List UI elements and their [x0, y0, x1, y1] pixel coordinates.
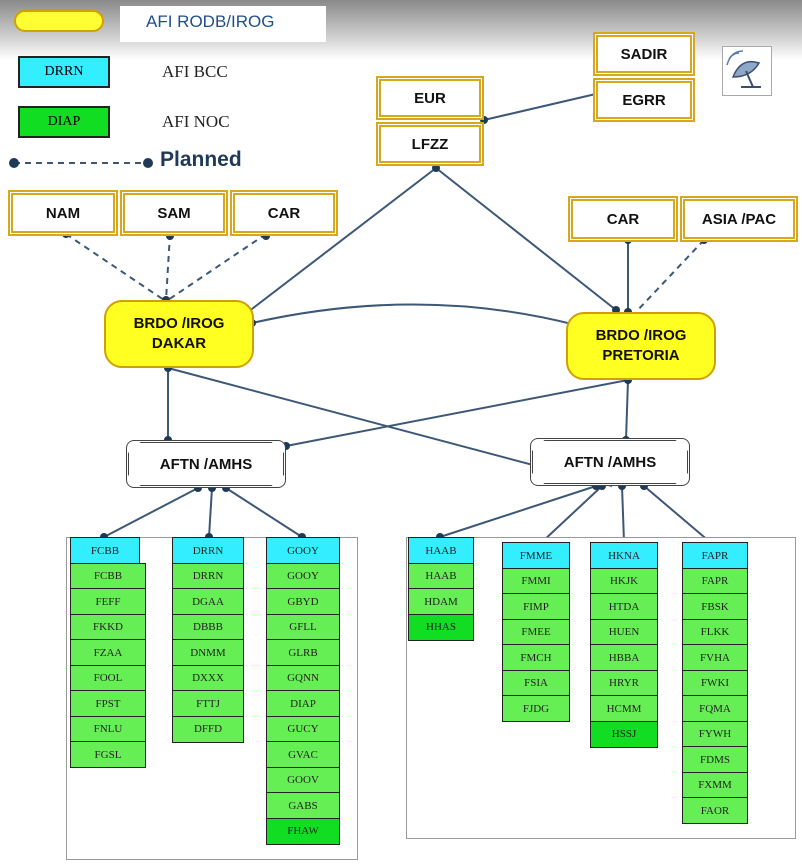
station-cell: DFFD: [172, 715, 244, 743]
station-cell: GOOV: [266, 766, 340, 794]
station-cell: HSSJ: [590, 720, 658, 748]
station-cell: GVAC: [266, 741, 340, 768]
station-cell: FCBB: [70, 562, 146, 590]
station-cell: HAAB: [408, 562, 474, 590]
station-cell: GUCY: [266, 715, 340, 743]
station-cell: HTDA: [590, 593, 658, 620]
station-header: DRRN: [172, 537, 244, 564]
station-cell: DIAP: [266, 690, 340, 717]
station-cell: FJDG: [502, 695, 570, 722]
rodb-dakar-line2: DAKAR: [151, 335, 207, 352]
station-cell: FMMI: [502, 567, 570, 595]
station-cell: DBBB: [172, 613, 244, 641]
station-cell: FHAW: [266, 817, 340, 845]
station-cell: FOOL: [70, 664, 146, 692]
station-cell: HHAS: [408, 613, 474, 641]
station-cell: FMEE: [502, 618, 570, 646]
region-eur: EUR: [376, 76, 484, 120]
rodb-pretoria: BRDO /IROG PRETORIA: [566, 312, 716, 380]
station-cell: HRYR: [590, 669, 658, 697]
station-cell: GLRB: [266, 639, 340, 666]
legend-noc-label: AFI NOC: [162, 112, 230, 131]
rodb-dakar-line1: BRDO /IROG: [133, 315, 225, 332]
station-cell: FIMP: [502, 593, 570, 620]
station-cell: HUEN: [590, 618, 658, 646]
station-header: GOOY: [266, 537, 340, 564]
region-egrr: EGRR: [593, 78, 695, 122]
station-cell: GOOY: [266, 562, 340, 590]
hub-left-label: AFTN /AMHS: [128, 442, 284, 486]
station-cell: HDAM: [408, 588, 474, 615]
station-cell: FKKD: [70, 613, 146, 641]
station-cell: DGAA: [172, 588, 244, 615]
station-cell: GQNN: [266, 664, 340, 692]
station-cell: DXXX: [172, 664, 244, 692]
station-cell: GFLL: [266, 613, 340, 641]
station-cell: FTTJ: [172, 690, 244, 717]
rodb-pretoria-line2: PRETORIA: [602, 347, 680, 364]
legend-bcc-label: AFI BCC: [162, 62, 228, 81]
station-header: HAAB: [408, 537, 474, 564]
station-cell: FPST: [70, 690, 146, 717]
station-cell: FMCH: [502, 644, 570, 671]
station-cell: FNLU: [70, 715, 146, 743]
station-cell: FAOR: [682, 797, 748, 824]
station-cell: FVHA: [682, 644, 748, 671]
station-cell: GABS: [266, 792, 340, 819]
station-cell: FZAA: [70, 639, 146, 666]
station-cell: FEFF: [70, 588, 146, 615]
station-cell: GBYD: [266, 588, 340, 615]
station-header: FCBB: [70, 537, 140, 564]
station-header: FAPR: [682, 542, 748, 569]
region-car-right: CAR: [568, 196, 678, 242]
station-cell: FBSK: [682, 593, 748, 620]
satellite-dish-icon: [722, 46, 772, 96]
station-header: FMME: [502, 542, 570, 569]
region-sam: SAM: [120, 190, 228, 236]
region-lfzz: LFZZ: [376, 122, 484, 166]
station-cell: HCMM: [590, 695, 658, 722]
hub-right-label: AFTN /AMHS: [532, 440, 688, 484]
station-cell: FSIA: [502, 669, 570, 697]
station-cell: FDMS: [682, 746, 748, 773]
station-cell: FYWH: [682, 720, 748, 748]
region-nam: NAM: [8, 190, 118, 236]
station-cell: DRRN: [172, 562, 244, 590]
rodb-pretoria-line1: BRDO /IROG: [595, 327, 687, 344]
station-cell: HBBA: [590, 644, 658, 671]
legend-bcc-sample: DRRN: [18, 56, 110, 88]
region-sadir: SADIR: [593, 32, 695, 76]
station-cell: FWKI: [682, 669, 748, 697]
legend-title-box: [120, 6, 326, 42]
station-cell: FAPR: [682, 567, 748, 595]
station-cell: FXMM: [682, 771, 748, 799]
legend-rodb-label: AFI RODB/IROG: [146, 12, 275, 31]
legend-rodb-swatch: [14, 10, 104, 32]
station-header: HKNA: [590, 542, 658, 569]
legend-planned-label: Planned: [160, 148, 242, 171]
rodb-dakar: BRDO /IROG DAKAR: [104, 300, 254, 368]
station-cell: FGSL: [70, 741, 146, 768]
station-cell: FQMA: [682, 695, 748, 722]
station-cell: DNMM: [172, 639, 244, 666]
station-cell: FLKK: [682, 618, 748, 646]
region-car-left: CAR: [230, 190, 338, 236]
station-cell: HKJK: [590, 567, 658, 595]
legend-noc-sample: DIAP: [18, 106, 110, 138]
region-asia-pac: ASIA /PAC: [680, 196, 798, 242]
